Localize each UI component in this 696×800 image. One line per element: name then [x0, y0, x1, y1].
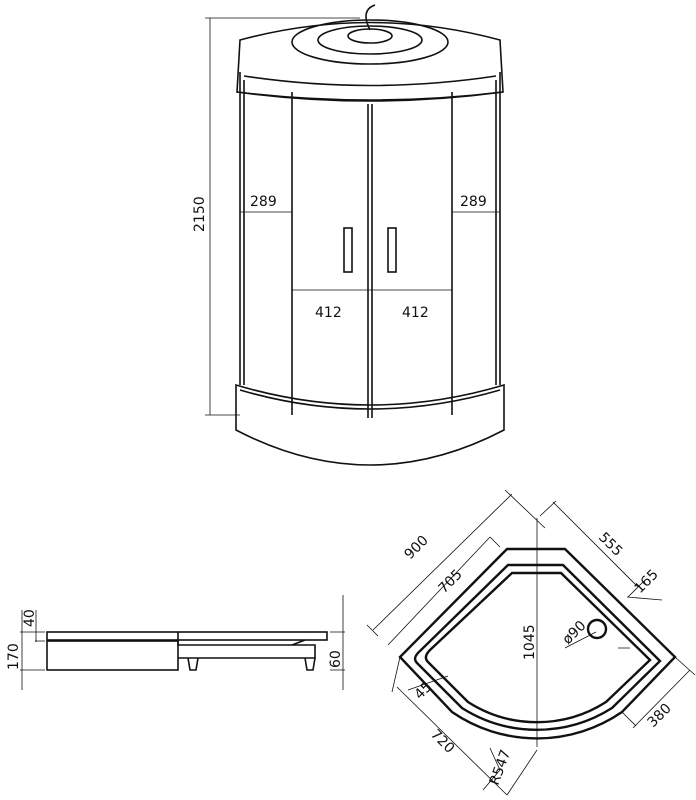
- tray-side-view: [20, 595, 345, 690]
- drain-icon: [586, 618, 608, 640]
- side-panel-right-label: 289: [460, 194, 487, 210]
- diagonal-label: 1045: [522, 624, 538, 660]
- radius-label: R547: [487, 748, 515, 788]
- door-left-label: 412: [315, 305, 342, 321]
- door-right-label: 412: [402, 305, 429, 321]
- rim-width-label: 45: [412, 679, 436, 703]
- height-label: 2150: [192, 196, 208, 232]
- total-height-label: 170: [6, 643, 22, 670]
- right-door-handle: [387, 227, 397, 273]
- front-depth-label: 720: [427, 727, 457, 757]
- side-straight-label: 555: [595, 530, 625, 560]
- width-label: 900: [402, 533, 432, 563]
- tray-top-view: [366, 489, 696, 796]
- side-depth-label: 380: [645, 701, 675, 731]
- drain-offset-label: 165: [632, 567, 662, 597]
- rim-height-label: 40: [22, 609, 38, 627]
- inner-width-label: 705: [436, 567, 466, 597]
- side-panel-left-label: 289: [250, 194, 277, 210]
- drain-diameter-label: ø90: [560, 618, 590, 648]
- shower-cabin-front-view: [205, 4, 505, 466]
- leg-height-label: 60: [328, 650, 344, 668]
- left-door-handle: [343, 227, 353, 273]
